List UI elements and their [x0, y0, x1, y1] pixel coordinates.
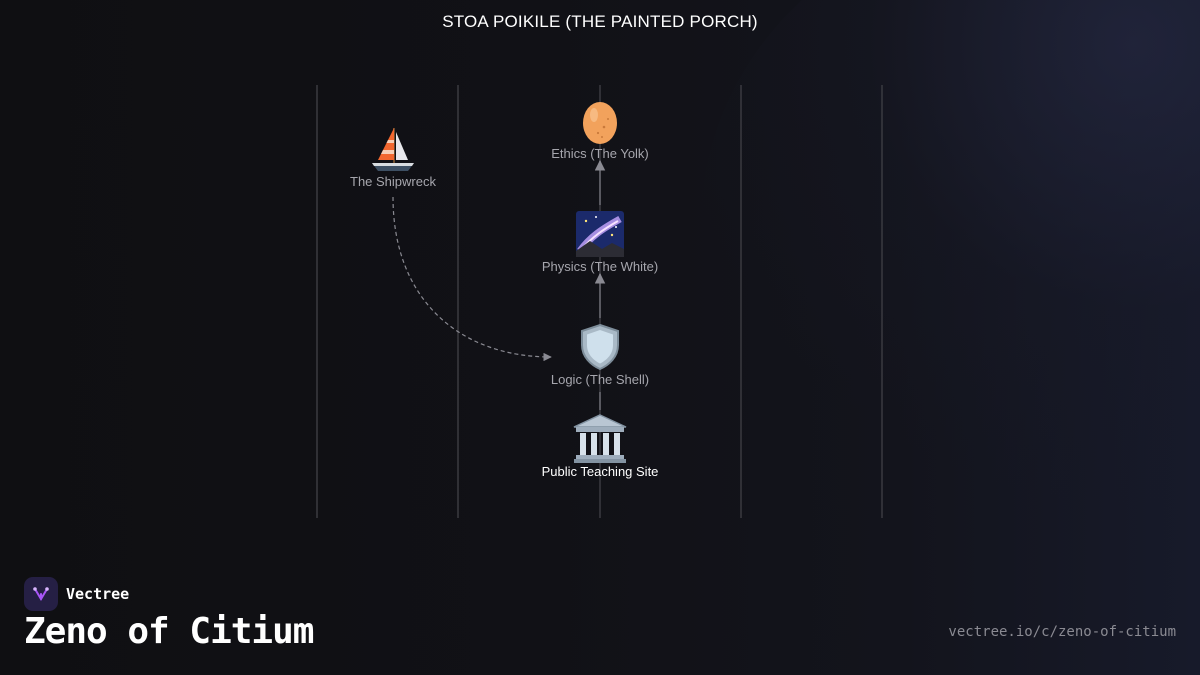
- classical-building-icon: [520, 410, 680, 463]
- node-shipwreck[interactable]: The Shipwreck: [313, 120, 473, 189]
- shield-icon: [520, 318, 680, 371]
- node-public-teaching-site[interactable]: Public Teaching Site: [520, 410, 680, 479]
- diagram-title: STOA POIKILE (THE PAINTED PORCH): [442, 12, 758, 31]
- node-logic[interactable]: Logic (The Shell): [520, 318, 680, 387]
- node-label: Public Teaching Site: [541, 464, 659, 479]
- node-label: Logic (The Shell): [550, 372, 650, 387]
- node-label: The Shipwreck: [350, 174, 436, 189]
- node-ethics[interactable]: Ethics (The Yolk): [520, 92, 680, 161]
- vectree-logo-icon: [24, 577, 58, 611]
- milky-way-icon: [520, 205, 680, 257]
- page-url[interactable]: vectree.io/c/zeno-of-citium: [948, 624, 1176, 640]
- brand-name: Vectree: [66, 585, 130, 603]
- egg-icon: [520, 92, 680, 144]
- sailboat-icon: [313, 120, 473, 172]
- page-heading: Zeno of Citium: [24, 611, 314, 652]
- edge-shipwreck-to-logic: [392, 196, 552, 362]
- brand[interactable]: Vectree: [24, 577, 129, 611]
- node-physics[interactable]: Physics (The White): [520, 205, 680, 274]
- node-label: Ethics (The Yolk): [551, 146, 649, 161]
- node-label: Physics (The White): [541, 259, 659, 274]
